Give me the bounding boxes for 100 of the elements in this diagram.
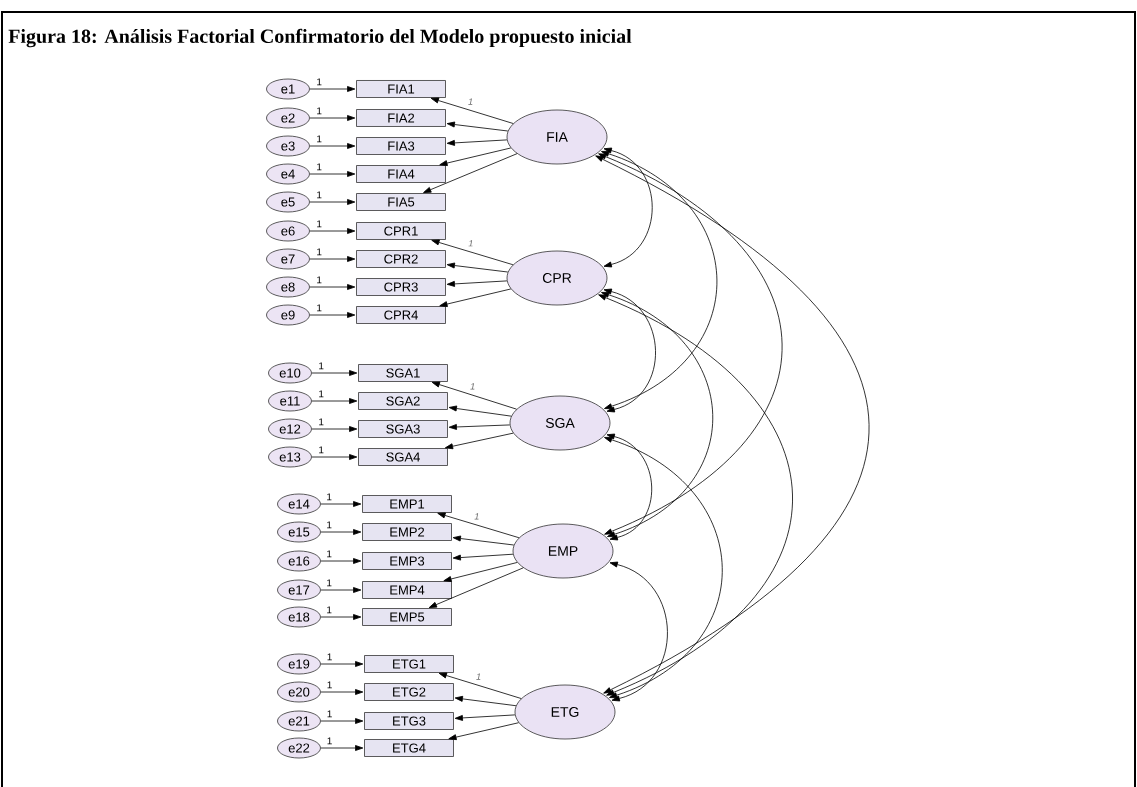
arrow xyxy=(309,143,356,149)
indicator-box: CPR1 xyxy=(356,222,446,240)
arrow xyxy=(446,139,508,146)
arrow xyxy=(423,153,518,193)
arrow xyxy=(437,512,520,539)
arrow xyxy=(452,553,514,561)
covariance-arrow xyxy=(598,153,783,535)
arrow xyxy=(430,97,514,124)
arrow xyxy=(320,661,364,667)
edge-label: 1 xyxy=(317,389,325,398)
indicator-box: EMP1 xyxy=(362,495,452,513)
covariance-arrow xyxy=(601,291,714,538)
indicator-box: EMP4 xyxy=(362,581,452,599)
arrow xyxy=(320,745,364,751)
arrow xyxy=(428,567,524,608)
arrow xyxy=(446,121,509,132)
edge-label: 1 xyxy=(315,134,323,143)
edge-label: 1 xyxy=(315,303,323,312)
edge-label: 1 xyxy=(315,275,323,284)
covariance-arrow xyxy=(609,561,668,702)
indicator-box: ETG3 xyxy=(364,712,454,730)
arrow xyxy=(439,147,512,166)
arrow xyxy=(309,256,356,262)
indicator-box: SGA2 xyxy=(358,392,448,410)
edge-label: 1 xyxy=(326,652,333,661)
covariance-arrow xyxy=(603,147,653,268)
arrow xyxy=(309,115,356,121)
edge-label: 1 xyxy=(473,512,480,520)
arrow xyxy=(309,199,356,205)
arrow xyxy=(443,562,518,582)
edge-label: 1 xyxy=(317,445,325,454)
edge-label: 1 xyxy=(317,417,325,426)
figure-title: Figura 18: Análisis Factorial Confirmatorio del Modelo propuesto inicial xyxy=(8,28,632,48)
indicator-box: FIA4 xyxy=(356,165,446,183)
arrow xyxy=(444,432,514,450)
arrow xyxy=(311,398,358,404)
arrow xyxy=(439,288,512,307)
edge-label: 1 xyxy=(325,578,333,587)
arrow xyxy=(309,228,356,234)
edge-label: 1 xyxy=(315,77,323,86)
arrow xyxy=(448,405,512,417)
indicator-box: CPR4 xyxy=(356,306,446,324)
covariance-arrow xyxy=(606,433,653,541)
covariance-arrow xyxy=(598,294,793,696)
indicator-box: ETG2 xyxy=(364,683,454,701)
indicator-box: CPR2 xyxy=(356,250,446,268)
indicator-box: EMP2 xyxy=(362,523,452,541)
arrow xyxy=(446,280,508,287)
indicator-box: SGA1 xyxy=(358,364,448,382)
edge-label: 1 xyxy=(325,520,333,529)
arrow xyxy=(311,370,358,376)
edge-label: 1 xyxy=(317,361,325,370)
arrow xyxy=(431,381,517,410)
indicator-box: FIA5 xyxy=(356,193,446,211)
covariance-arrow xyxy=(603,288,656,413)
indicator-box: EMP5 xyxy=(362,608,452,626)
arrow xyxy=(446,262,509,273)
arrow xyxy=(309,86,356,92)
arrow xyxy=(448,722,519,741)
edge-label: 1 xyxy=(315,219,323,228)
edge-label: 1 xyxy=(469,382,476,390)
arrow xyxy=(309,171,356,177)
edge-label: 1 xyxy=(475,673,482,681)
edge-label: 1 xyxy=(325,549,333,558)
indicator-box: EMP3 xyxy=(362,552,452,570)
edge-label: 1 xyxy=(315,106,323,115)
indicator-box: ETG4 xyxy=(364,739,454,757)
edge-label: 1 xyxy=(467,239,474,247)
indicator-box: CPR3 xyxy=(356,278,446,296)
covariance-arrow xyxy=(595,155,870,694)
edge-label: 1 xyxy=(326,709,333,718)
edge-label: 1 xyxy=(467,98,474,106)
indicator-box: ETG1 xyxy=(364,655,454,673)
arrow xyxy=(438,672,522,699)
covariance-arrow xyxy=(601,150,718,410)
arrow xyxy=(311,454,358,460)
arrow xyxy=(454,695,517,707)
arrow xyxy=(320,587,362,593)
arrow xyxy=(448,424,511,430)
indicator-box: SGA3 xyxy=(358,420,448,438)
indicator-box: FIA2 xyxy=(356,109,446,127)
edge-label: 1 xyxy=(315,190,323,199)
indicator-box: FIA3 xyxy=(356,137,446,155)
covariance-arrow xyxy=(604,436,723,699)
arrow xyxy=(309,284,356,290)
arrow xyxy=(320,718,364,724)
arrow xyxy=(320,529,362,535)
arrow xyxy=(452,535,515,546)
arrow xyxy=(454,714,516,721)
edge-label: 1 xyxy=(326,736,333,745)
edge-label: 1 xyxy=(326,680,333,689)
arrow xyxy=(320,689,364,695)
edge-label: 1 xyxy=(315,247,323,256)
arrow xyxy=(431,239,514,266)
indicator-box: SGA4 xyxy=(358,448,448,466)
edge-label: 1 xyxy=(325,492,333,501)
arrow xyxy=(311,426,358,432)
arrow xyxy=(309,312,356,318)
arrow xyxy=(320,614,362,620)
indicator-box: FIA1 xyxy=(356,80,446,98)
